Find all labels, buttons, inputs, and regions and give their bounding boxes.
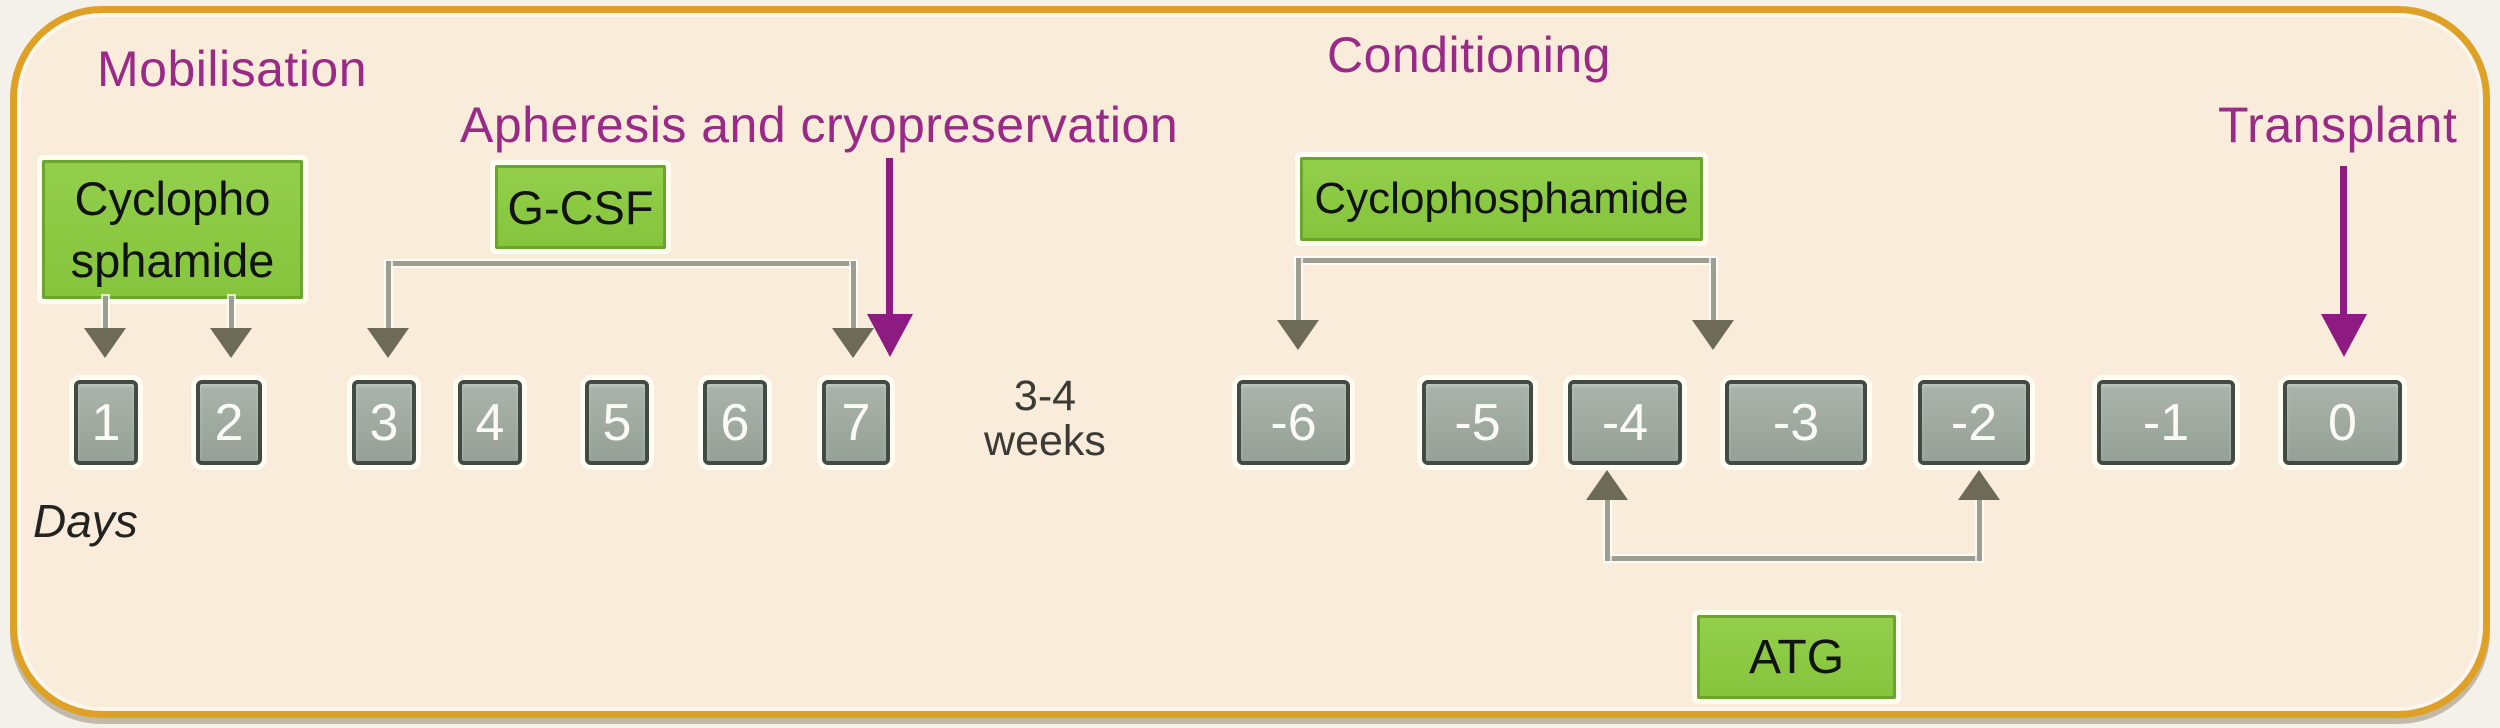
day-box-minus-4: -4 <box>1568 380 1682 465</box>
gcsf-bracket-left-line <box>386 261 391 331</box>
day-box-3: 3 <box>352 380 416 465</box>
apheresis-arrow-shaft <box>886 158 893 318</box>
day-box-2: 2 <box>196 380 262 465</box>
mobilisation-arrow-line-day1 <box>103 296 108 332</box>
drug-box-atg: ATG <box>1697 615 1896 699</box>
day-box-5: 5 <box>585 380 649 465</box>
drug-box-atg-label: ATG <box>1748 630 1845 684</box>
mobilisation-down-arrowhead-day1 <box>84 328 126 358</box>
mobilisation-down-arrowhead-day2 <box>210 328 252 358</box>
phase-label-apheresis-cryopreservation: Apheresis and cryopreservation <box>460 97 1179 153</box>
atg-up-arrowhead-day-minus2 <box>1958 470 2000 500</box>
drug-box-cyclophosphamide-mobilisation: Cyclopho sphamide <box>42 160 303 299</box>
atg-bracket-left-line <box>1605 498 1610 561</box>
transplant-arrow-shaft <box>2340 166 2347 318</box>
interval-label: 3-4 weeks <box>945 372 1145 466</box>
apheresis-purple-down-arrowhead <box>867 314 913 357</box>
conditioning-bracket-horizontal-line <box>1296 258 1716 263</box>
day-box-minus-6: -6 <box>1237 380 1350 465</box>
figure-rounded-frame <box>10 6 2490 718</box>
interval-line1: 3-4 <box>1013 372 1077 420</box>
mobilisation-arrow-line-day2 <box>229 296 234 332</box>
phase-label-transplant: Transplant <box>2218 97 2458 153</box>
drug-box-line1: Cyclopho <box>74 172 271 226</box>
interval-line2: weeks <box>984 417 1106 466</box>
drug-box-gcsf-label: G-CSF <box>507 180 654 234</box>
atg-bracket-horizontal-line <box>1605 556 1982 561</box>
conditioning-bracket-left-line <box>1296 258 1301 322</box>
day-box-7: 7 <box>822 380 890 465</box>
day-box-minus-2: -2 <box>1918 380 2030 465</box>
day-box-0: 0 <box>2283 380 2402 465</box>
atg-bracket-right-line <box>1977 498 1982 561</box>
transplant-purple-down-arrowhead <box>2321 314 2367 357</box>
atg-up-arrowhead-day-minus4 <box>1586 470 1628 500</box>
days-axis-label: Days <box>33 495 138 547</box>
conditioning-down-arrowhead-day-minus3 <box>1692 320 1734 350</box>
phase-label-mobilisation: Mobilisation <box>97 41 368 97</box>
day-box-4: 4 <box>458 380 522 465</box>
drug-box-gcsf: G-CSF <box>495 165 666 249</box>
gcsf-bracket-horizontal-line <box>386 261 856 266</box>
conditioning-down-arrowhead-day-minus6 <box>1277 320 1319 350</box>
gcsf-down-arrowhead-day3 <box>367 328 409 358</box>
gcsf-bracket-right-line <box>851 261 856 331</box>
conditioning-bracket-right-line <box>1711 258 1716 322</box>
drug-box-cyclophosphamide-label: Cyclophosphamide <box>1314 174 1689 223</box>
phase-label-conditioning: Conditioning <box>1327 27 1611 83</box>
day-box-minus-5: -5 <box>1422 380 1533 465</box>
day-box-1: 1 <box>74 380 138 465</box>
drug-box-line2: sphamide <box>70 233 275 287</box>
day-box-minus-3: -3 <box>1725 380 1867 465</box>
day-box-6: 6 <box>703 380 767 465</box>
drug-box-cyclophosphamide-conditioning: Cyclophosphamide <box>1300 157 1703 241</box>
day-box-minus-1: -1 <box>2097 380 2235 465</box>
